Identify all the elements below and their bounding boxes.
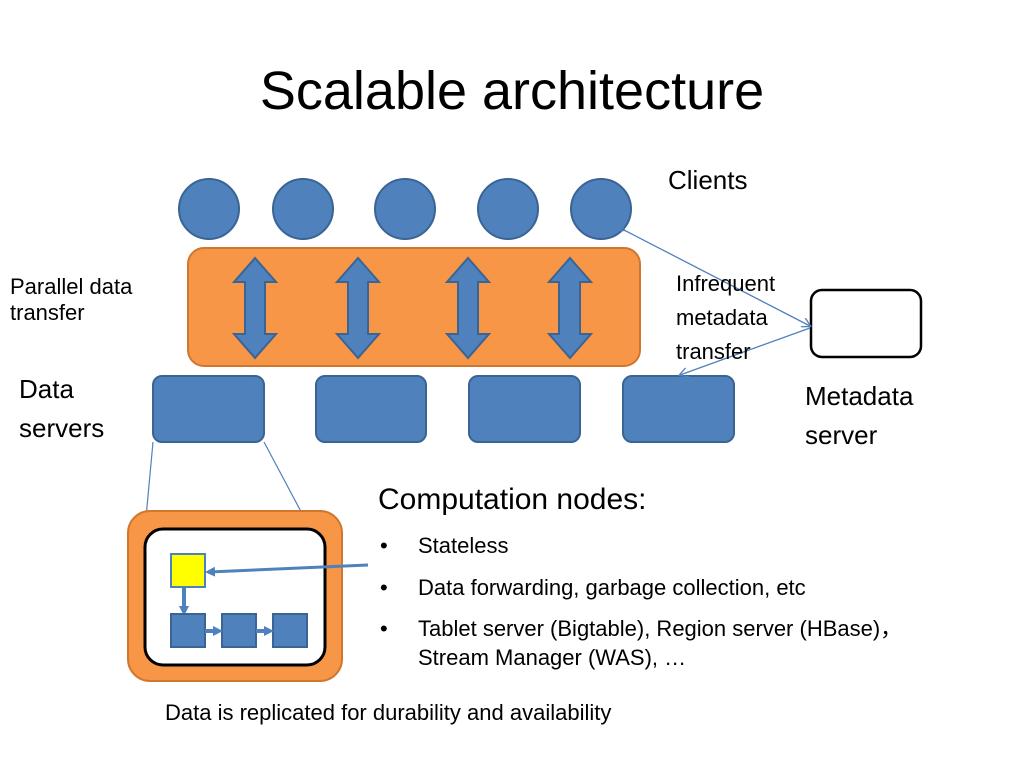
metadata-server-label: Metadata server [805, 377, 913, 455]
clients-label: Clients [668, 165, 748, 195]
list-item: • Stateless [378, 532, 998, 561]
infrequent-metadata-label: Infrequent metadata transfer [676, 267, 775, 369]
double-arrow-icon [546, 256, 594, 360]
storage-block [221, 613, 257, 648]
bullet-text: Data forwarding, garbage collection, etc [418, 574, 806, 600]
metadata-arrow-from-client [624, 230, 810, 326]
bullet-text-multiline: Tablet server (Bigtable), Region server … [418, 615, 902, 672]
storage-block [170, 613, 206, 648]
double-arrow-icon [231, 256, 279, 360]
bullet-dot: • [380, 574, 388, 600]
data-servers-label: Data servers [19, 370, 104, 448]
bullet-text: Stateless [418, 533, 509, 558]
client-node [178, 178, 240, 240]
client-node [570, 178, 632, 240]
bullet-dot: • [380, 616, 388, 642]
infrequent-line-1: Infrequent [676, 271, 776, 296]
list-item: • Tablet server (Bigtable), Region serve… [378, 615, 998, 672]
slide-title: Scalable architecture [259, 61, 765, 121]
computation-node-block [170, 553, 206, 588]
metadata-server-line-2: server [805, 420, 878, 450]
infrequent-line-3: transfer [676, 339, 751, 365]
data-server-node [468, 375, 581, 443]
clients-group [178, 178, 632, 240]
parallel-transfer-line-2: transfer [10, 300, 85, 326]
client-node [374, 178, 436, 240]
metadata-arrow-to-server [680, 327, 811, 375]
metadata-server-line-1: Metadata [805, 381, 914, 411]
bullet-text-line-2: Stream Manager (WAS), … [418, 644, 687, 670]
metadata-server-box [809, 288, 923, 359]
bullet-text-line-1: Tablet server (Bigtable), Region server … [418, 616, 903, 642]
data-servers-line-2: servers [19, 413, 105, 443]
bullet-dot: • [380, 533, 388, 558]
client-node [272, 178, 334, 240]
computation-nodes-heading: Computation nodes: [378, 483, 647, 516]
data-servers-group [152, 375, 735, 443]
double-arrow-icon [444, 256, 492, 360]
storage-block [272, 613, 308, 648]
parallel-transfer-label: Parallel data transfer [10, 274, 132, 327]
parallel-transfer-line-1: Parallel data [10, 274, 133, 299]
double-arrow-icon [334, 256, 382, 360]
double-arrows [231, 256, 594, 360]
data-server-node [622, 375, 735, 443]
data-server-node [152, 375, 265, 443]
computation-pointer-arrow [205, 563, 369, 577]
computation-bullet-list: • Stateless • Data forwarding, garbage c… [378, 532, 998, 672]
client-node [477, 178, 539, 240]
list-item: • Data forwarding, garbage collection, e… [378, 574, 998, 603]
infrequent-line-2: metadata [676, 305, 768, 331]
data-server-node [315, 375, 427, 443]
replication-note: Data is replicated for durability and av… [165, 700, 612, 725]
data-servers-line-1: Data [19, 374, 74, 404]
